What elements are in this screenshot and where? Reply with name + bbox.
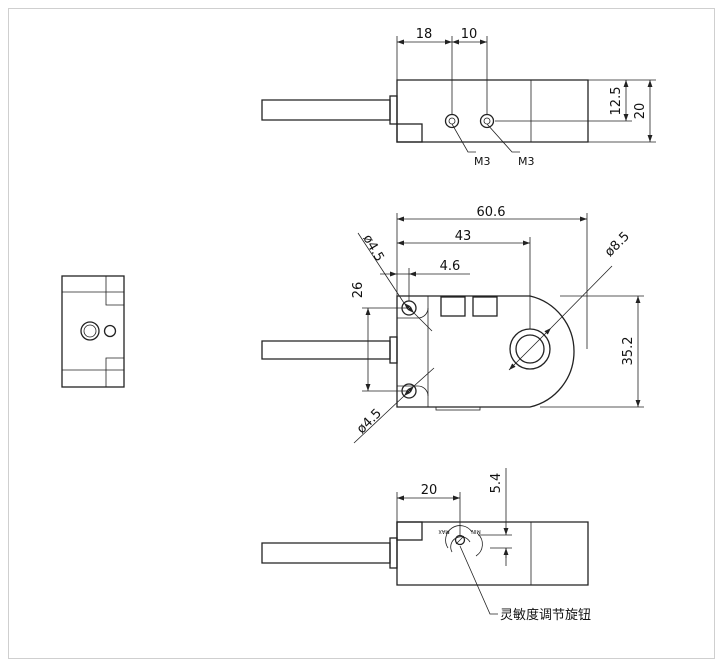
m3-hole-1	[444, 113, 460, 129]
dim-total-height: 20	[633, 103, 648, 120]
m3-hole-2	[479, 113, 495, 129]
side-view	[61, 275, 125, 388]
front-view: 60.6 43 4.6 26 35.2 ø8.5 ø4.5	[261, 205, 644, 444]
knob-label-min: MIN	[471, 528, 481, 534]
indicator-window-2	[472, 296, 498, 317]
bottom-cable	[261, 542, 391, 564]
top-body	[396, 79, 589, 143]
dim-center-hole-dia: ø8.5	[602, 229, 633, 260]
bottom-body	[396, 521, 589, 586]
sensitivity-knob-callout: 灵敏度调节旋钮	[500, 607, 591, 623]
dim-knob-offset: 20	[421, 483, 438, 498]
indicator-window-1	[440, 296, 466, 317]
thread-label-2: M3	[518, 155, 535, 168]
side-hole-small	[103, 324, 117, 338]
dim-hole-height: 12.5	[609, 87, 624, 116]
thread-label-1: M3	[474, 155, 491, 168]
bottom-view: MAX MIN 20 5.4 灵敏度调节旋钮	[261, 468, 591, 623]
dim-hole-inset: 4.6	[440, 259, 461, 274]
front-cable	[261, 340, 391, 360]
front-body	[396, 295, 575, 408]
knob-label-max: MAX	[438, 528, 450, 534]
dim-hole-spacing: 10	[461, 27, 478, 42]
dim-hole-dia-bottom: ø4.5	[354, 406, 385, 437]
dim-center-offset: 43	[455, 229, 472, 244]
dim-hole1-offset: 18	[416, 27, 433, 42]
side-hole-large	[80, 321, 100, 341]
dim-total-length: 60.6	[477, 205, 506, 220]
drawing-frame	[8, 8, 715, 659]
dim-hole-spacing: 26	[351, 282, 366, 299]
dim-total-width: 35.2	[621, 337, 636, 366]
dim-hole-dia-top: ø4.5	[359, 232, 386, 264]
dim-knob-height: 5.4	[489, 473, 504, 494]
top-view: 18 10 12.5 20 M3 M3	[261, 27, 656, 168]
top-cable	[261, 99, 391, 121]
